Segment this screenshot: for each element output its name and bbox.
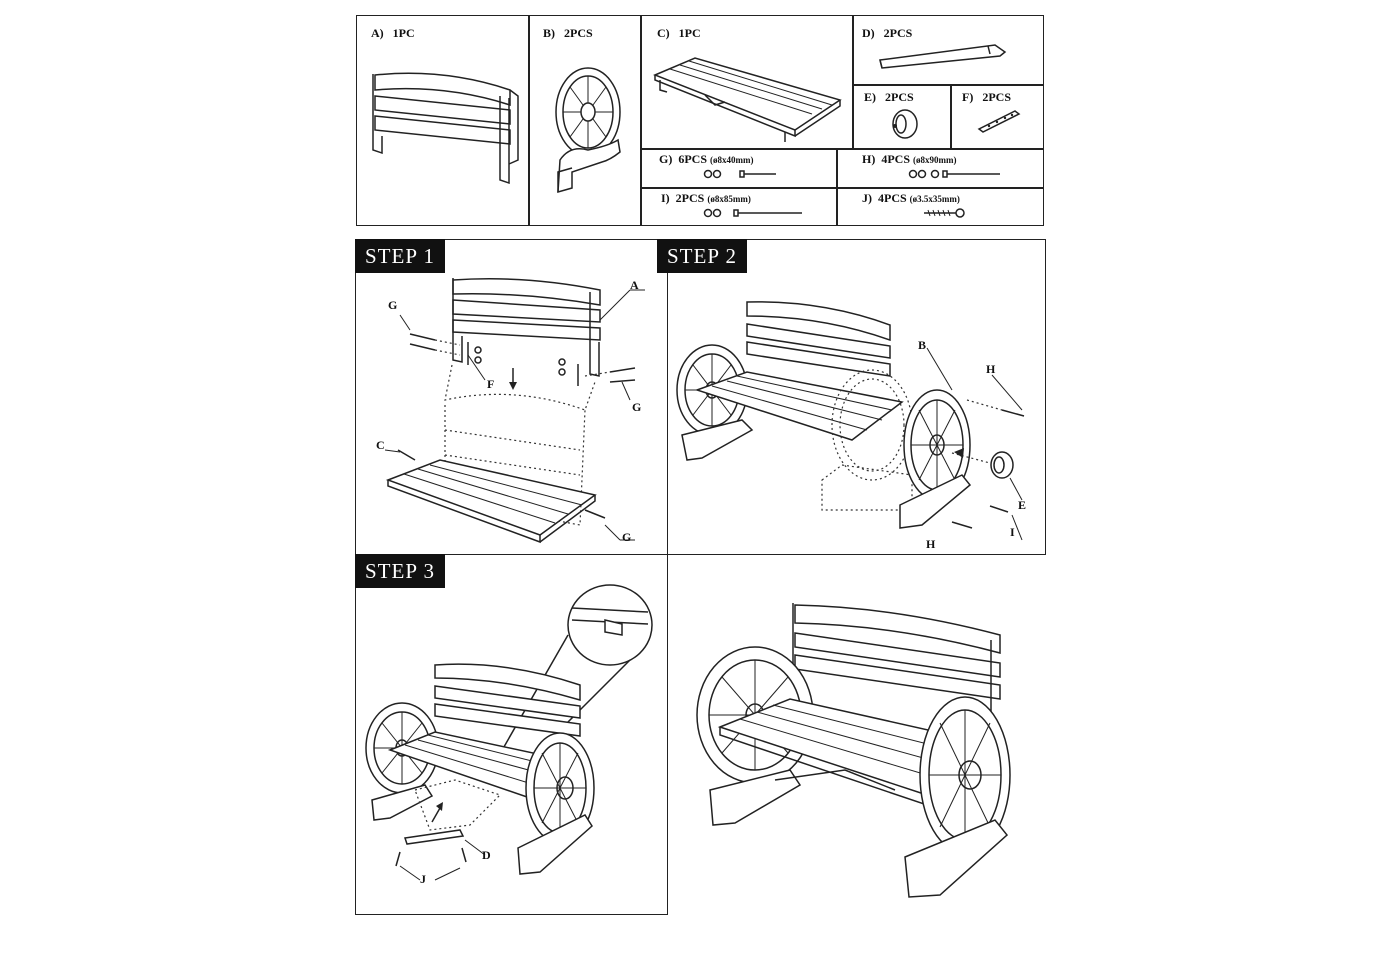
assembled-bench-illustration	[696, 603, 1011, 898]
divider	[852, 15, 854, 148]
backrest-part-a-illustration	[372, 72, 519, 185]
callout-h: H	[986, 362, 996, 376]
step-2-illustration	[676, 301, 1025, 541]
screw-j-hardware-icon	[924, 208, 965, 218]
part-h-label: H) 4PCS (ø8x90mm)	[862, 152, 957, 166]
wheel-part-b-illustration	[555, 67, 621, 194]
part-i-label: I) 2PCS (ø8x85mm)	[661, 191, 751, 205]
callout-g: G	[632, 400, 642, 414]
divider	[640, 15, 642, 226]
part-j-label: J) 4PCS (ø3.5x35mm)	[862, 191, 960, 205]
divider	[852, 84, 1044, 86]
callout-c: C	[376, 438, 385, 452]
callout-i: I	[1010, 525, 1015, 539]
seat-part-c-illustration	[653, 57, 842, 142]
callout-a: A	[630, 278, 639, 292]
step-1-illustration	[384, 278, 645, 544]
part-b-label: B) 2PCS	[543, 26, 593, 40]
brace-part-d-illustration	[879, 44, 1007, 69]
part-c-label: C) 1PC	[657, 26, 701, 40]
part-f-label: F) 2PCS	[962, 90, 1011, 104]
hub-cap-part-e-illustration	[892, 109, 918, 139]
step-3-panel	[355, 554, 668, 915]
bolt-g-hardware-icon	[703, 169, 776, 179]
part-g-label: G) 6PCS (ø8x40mm)	[659, 152, 754, 166]
callout-g: G	[622, 530, 632, 544]
callout-h: H	[926, 537, 936, 551]
part-e-label: E) 2PCS	[864, 90, 914, 104]
callout-e: E	[1018, 498, 1027, 512]
step-1-heading: STEP 1	[355, 239, 445, 273]
divider	[640, 148, 1044, 150]
callout-b: B	[918, 338, 927, 352]
divider	[528, 15, 530, 226]
parts-table	[356, 15, 1044, 226]
step-3-illustration	[365, 584, 653, 881]
bolt-h-hardware-icon	[908, 169, 1000, 179]
callout-f: F	[487, 377, 495, 391]
divider	[640, 187, 1044, 189]
part-a-label: A) 1PC	[371, 26, 415, 40]
step-3-heading: STEP 3	[355, 554, 445, 588]
callout-j: J	[420, 872, 426, 886]
divider	[950, 84, 952, 148]
part-d-label: D) 2PCS	[862, 26, 913, 40]
callout-d: D	[482, 848, 491, 862]
step-2-heading: STEP 2	[657, 239, 747, 273]
callout-g: G	[388, 298, 398, 312]
bolt-i-hardware-icon	[703, 208, 802, 218]
plate-part-f-illustration	[977, 110, 1021, 133]
step-2-panel	[667, 239, 1046, 555]
